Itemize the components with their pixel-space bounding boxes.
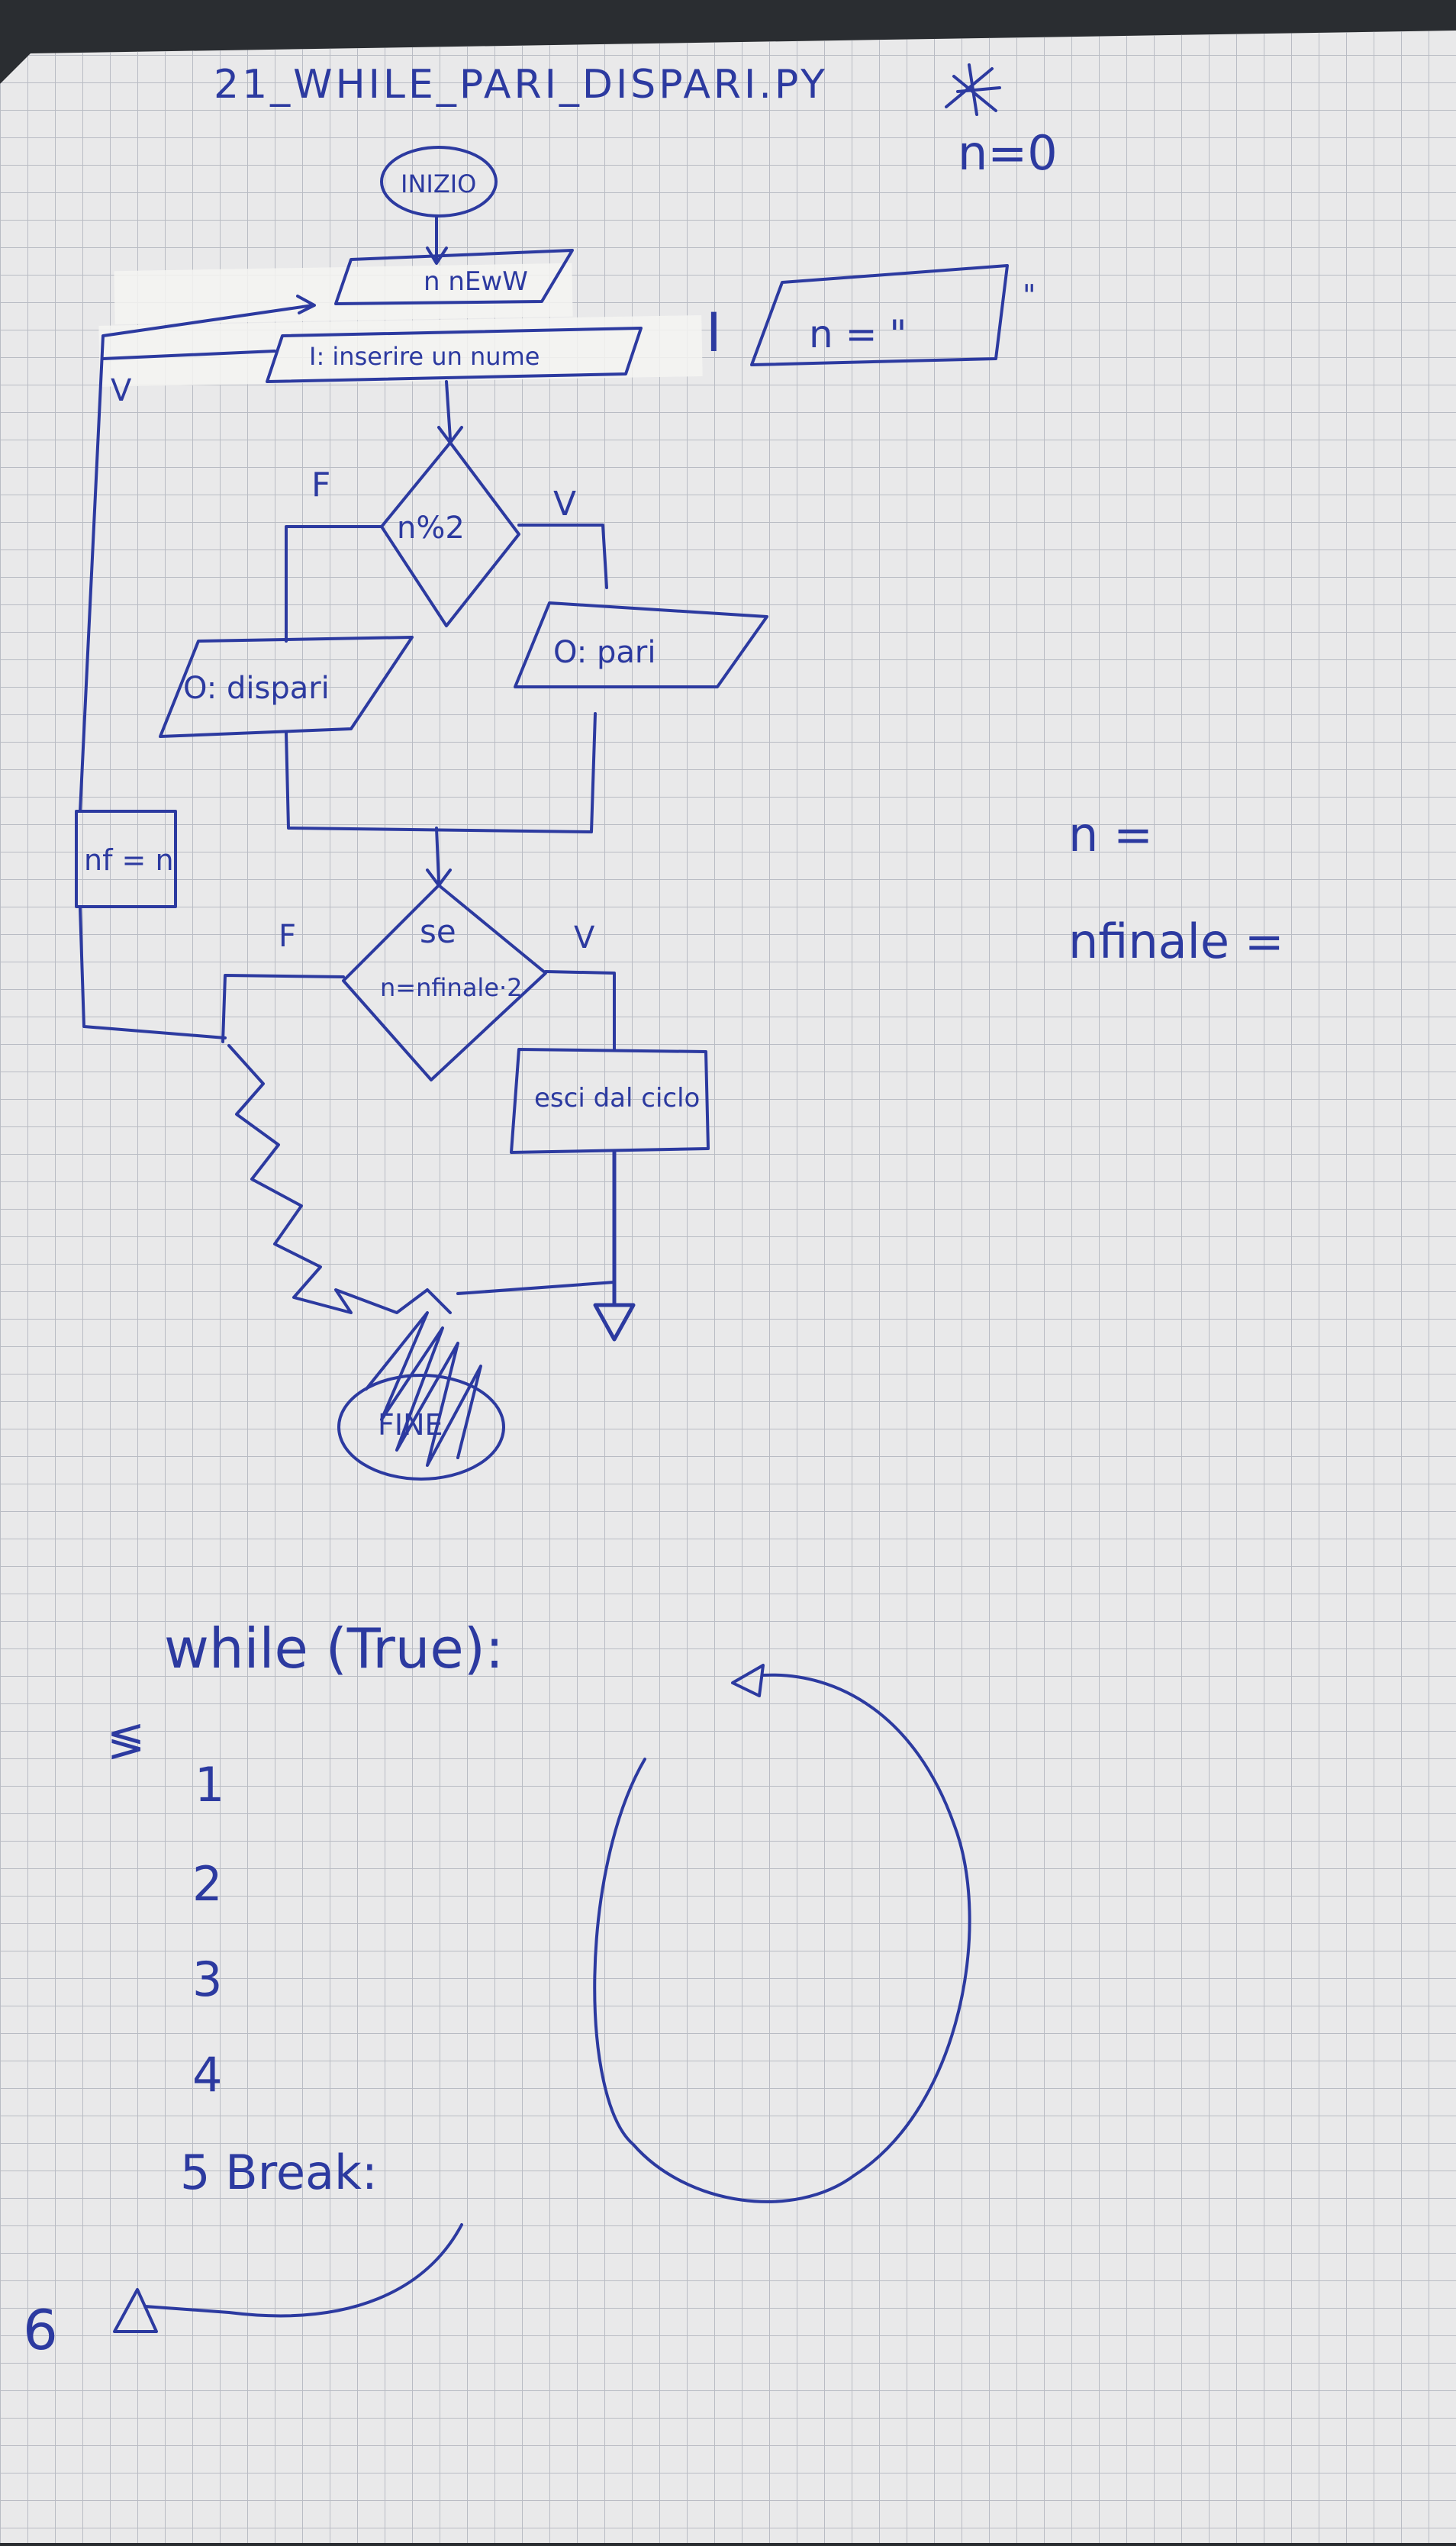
input-label: n nEwW [424, 266, 528, 297]
update-label: nf = n [84, 843, 174, 877]
side-note-n: n = [1068, 807, 1153, 862]
input-prompt-label: I: inserire un nume [309, 342, 540, 371]
scribble-icon [945, 63, 1001, 116]
while-header: while (True): [164, 1616, 504, 1681]
while-item-1: 1 [195, 1757, 224, 1813]
break-arrow-head-icon [113, 2288, 158, 2333]
side-note-n-finale: nfinale = [1068, 914, 1284, 969]
input-parallelogram [334, 249, 574, 305]
exit-decision-diamond [342, 884, 547, 1081]
while-left-mark: ≶ [107, 1713, 145, 1767]
side-input-mark: " [1023, 279, 1036, 312]
loop-circle [593, 1673, 971, 2203]
tape-strips [98, 263, 703, 387]
odd-output-parallelogram [159, 636, 414, 738]
loop-back-line [79, 295, 316, 1039]
start-terminal [380, 146, 498, 218]
while-item-4: 4 [192, 2047, 222, 2103]
scribbled-path [227, 1044, 452, 1314]
while-item-2: 2 [192, 1856, 222, 1912]
start-label: INIZIO [401, 169, 476, 198]
true-branch-label: V [553, 485, 576, 524]
while-item-5: 5 Break: [180, 2145, 378, 2200]
break-arrow [143, 2223, 463, 2318]
while-item-3: 3 [192, 1951, 222, 2007]
side-input-parallelogram [750, 264, 1009, 366]
exit-false-label: F [279, 919, 296, 954]
exit-loop-label: esci dal ciclo [534, 1083, 700, 1113]
exit-true-label: V [574, 920, 595, 956]
false-branch-label: F [311, 466, 330, 504]
end-terminal: FINE [337, 1311, 505, 1481]
side-input-label: n = " [809, 312, 907, 356]
input-prompt-parallelogram [266, 327, 643, 383]
parity-decision-diamond [380, 441, 520, 627]
even-output-parallelogram [514, 601, 768, 688]
even-output-label: O: pari [553, 635, 656, 670]
after-loop-label: 6 [23, 2298, 58, 2362]
update-assignment-box [75, 810, 177, 908]
end-label: FINE [378, 1408, 443, 1442]
top-right-note: n=0 [958, 125, 1058, 181]
loop-circle-arrow-icon [731, 1664, 765, 1697]
exit-decision-condition: n=nfinale·2 [380, 973, 523, 1002]
loop-back-label: V [111, 373, 132, 408]
odd-output-label: O: dispari [183, 671, 330, 706]
exit-decision-top: se [420, 913, 456, 950]
notebook-page [0, 31, 1456, 2543]
parity-decision-label: n%2 [397, 511, 465, 546]
exit-loop-box [510, 1048, 710, 1154]
page-title: 21_WHILE_PARI_DISPARI.PY [214, 62, 828, 108]
side-input-prefix: I [706, 301, 722, 364]
